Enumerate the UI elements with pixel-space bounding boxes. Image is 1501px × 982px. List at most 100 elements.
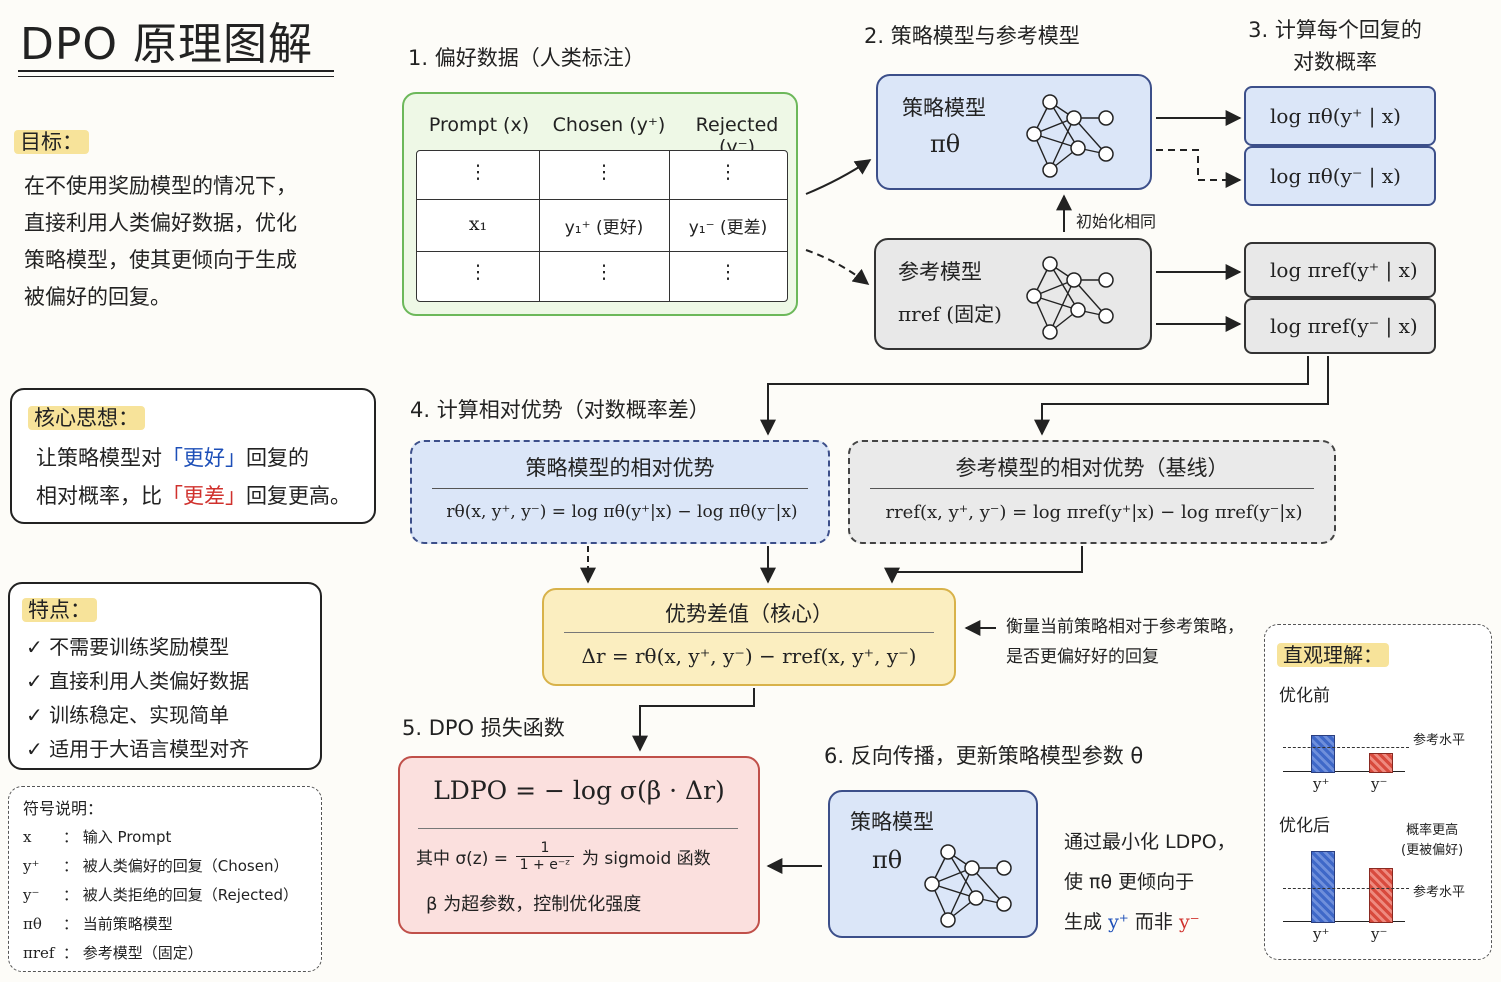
core-idea-label: 核心思想：	[28, 406, 145, 430]
bar-after-pos	[1311, 851, 1335, 923]
policy-advantage-formula: rθ(x, y⁺, y⁻) = log πθ(y⁺|x) − log πθ(y⁻…	[446, 502, 798, 522]
reference-model-symbol: πref (固定)	[898, 302, 1002, 326]
before-label: 优化前	[1279, 686, 1330, 706]
updated-policy-symbol: πθ	[872, 846, 903, 874]
symbol-row: πref： 参考模型（固定）	[23, 944, 203, 962]
after-chart	[1283, 839, 1409, 923]
cell-y1-rejected: y₁⁻ (更差)	[688, 218, 768, 238]
ref-advantage-title: 参考模型的相对优势（基线）	[955, 456, 1229, 480]
features-box: 特点： ✓ 不需要训练奖励模型 ✓ 直接利用人类偏好数据 ✓ 训练稳定、实现简单…	[8, 582, 322, 770]
goal-label-text: 目标：	[14, 130, 89, 154]
neural-net-icon	[1026, 94, 1114, 178]
symbol-row: x： 输入 Prompt	[23, 828, 172, 846]
updated-policy-box: 策略模型 πθ	[828, 790, 1038, 938]
policy-model-box: 策略模型 πθ	[876, 74, 1152, 190]
step2-heading: 2. 策略模型与参考模型	[864, 24, 1080, 48]
cell-x1: x₁	[468, 213, 488, 235]
goal-label: 目标：	[14, 126, 89, 156]
advantage-note: 衡量当前策略相对于参考策略， 是否更偏好好的回复	[1006, 617, 1244, 667]
table-dots: ⋮	[718, 161, 738, 183]
table-dots: ⋮	[718, 261, 738, 283]
policy-model-symbol: πθ	[930, 130, 961, 158]
logp-ref-pos: log πref(y⁺ | x)	[1244, 242, 1436, 298]
logp-policy-neg: log πθ(y⁻ | x)	[1244, 146, 1436, 206]
before-y-neg: y⁻	[1371, 775, 1388, 793]
col-header-prompt: Prompt (x)	[428, 114, 530, 136]
frac-denominator: 1 + e⁻ᶻ	[519, 857, 571, 873]
core-line-1: 让策略模型对「更好」回复的	[36, 446, 309, 470]
table-dots: ⋮	[468, 161, 488, 183]
goal-line: 直接利用人类偏好数据，优化	[24, 211, 297, 235]
after-note: 概率更高 (更被偏好)	[1401, 823, 1464, 858]
symbols-box: 符号说明： x： 输入 Prompt y⁺： 被人类偏好的回复（Chosen） …	[8, 786, 322, 972]
before-y-pos: y⁺	[1313, 775, 1330, 793]
policy-model-label: 策略模型	[902, 96, 986, 120]
preference-table: ⋮ ⋮ ⋮ x₁ y₁⁺ (更好) y₁⁻ (更差) ⋮ ⋮ ⋮	[416, 150, 788, 302]
ref-advantage-box: 参考模型的相对优势（基线） rref(x, y⁺, y⁻) = log πref…	[848, 440, 1336, 544]
goal-line: 被偏好的回复。	[24, 285, 171, 309]
neural-net-icon	[1026, 256, 1114, 340]
cell-y1-chosen: y₁⁺ (更好)	[564, 218, 644, 238]
neural-net-icon	[924, 844, 1012, 928]
table-dots: ⋮	[594, 261, 614, 283]
core-idea-box: 核心思想： 让策略模型对「更好」回复的 相对概率，比「更差」回复更高。	[10, 388, 376, 524]
title-underline	[18, 70, 334, 72]
reference-model-box: 参考模型 πref (固定)	[874, 238, 1152, 350]
step1-heading: 1. 偏好数据（人类标注）	[408, 46, 645, 70]
bar-before-pos	[1311, 735, 1335, 773]
logp-ref-neg: log πref(y⁻ | x)	[1244, 298, 1436, 354]
feature-item: ✓ 适用于大语言模型对齐	[26, 737, 250, 761]
ref-level-line	[1283, 888, 1409, 889]
step4-heading: 4. 计算相对优势（对数概率差）	[410, 398, 710, 422]
updated-policy-label: 策略模型	[850, 810, 934, 834]
feature-item: ✓ 直接利用人类偏好数据	[26, 669, 250, 693]
features-label: 特点：	[22, 598, 97, 622]
advantage-diff-box: 优势差值（核心） Δr = rθ(x, y⁺, y⁻) − rref(x, y⁺…	[542, 588, 956, 686]
after-y-pos: y⁺	[1313, 925, 1330, 943]
intuition-box: 直观理解： 优化前 优化后 概率更高 (更被偏好) 参考水平 y⁺ y⁻ 参考水…	[1264, 624, 1492, 960]
after-y-neg: y⁻	[1371, 925, 1388, 943]
ref-level-line	[1283, 747, 1409, 748]
sigmoid-def: 其中 σ(z) = 1 1 + e⁻ᶻ 为 sigmoid 函数	[416, 840, 711, 873]
step3-heading: 3. 计算每个回复的 对数概率	[1248, 18, 1422, 74]
symbols-label: 符号说明：	[23, 799, 104, 818]
advantage-diff-title: 优势差值（核心）	[665, 602, 833, 626]
symbol-row: y⁺： 被人类偏好的回复（Chosen）	[23, 857, 289, 875]
table-dots: ⋮	[468, 261, 488, 283]
policy-advantage-title: 策略模型的相对优势	[525, 456, 715, 480]
goal-line: 策略模型，使其更倾向于生成	[24, 248, 297, 272]
better-tag: 「更好」	[162, 446, 246, 470]
step5-heading: 5. DPO 损失函数	[402, 716, 565, 740]
feature-item: ✓ 不需要训练奖励模型	[26, 635, 230, 659]
logp-policy-pos: log πθ(y⁺ | x)	[1244, 86, 1436, 146]
dpo-loss-box: LDPO = − log σ(β · Δr) 其中 σ(z) = 1 1 + e…	[398, 756, 760, 934]
intuition-label: 直观理解：	[1277, 643, 1389, 667]
advantage-diff-formula: Δr = rθ(x, y⁺, y⁻) − rref(x, y⁺, y⁻)	[581, 644, 917, 668]
frac-numerator: 1	[540, 840, 550, 856]
goal-text: 在不使用奖励模型的情况下， 直接利用人类偏好数据，优化 策略模型，使其更倾向于生…	[24, 168, 297, 316]
ref-advantage-formula: rref(x, y⁺, y⁻) = log πref(y⁺|x) − log π…	[885, 502, 1303, 523]
reference-model-label: 参考模型	[898, 260, 982, 284]
bar-before-neg	[1369, 753, 1393, 773]
init-same-note: 初始化相同	[1076, 212, 1157, 231]
preference-data-box: Prompt (x) Chosen (y⁺) Rejected (y⁻) ⋮ ⋮…	[402, 92, 798, 316]
core-line-2: 相对概率，比「更差」回复更高。	[36, 484, 351, 508]
step6-heading: 6. 反向传播，更新策略模型参数 θ	[824, 744, 1144, 768]
col-header-chosen: Chosen (y⁺)	[552, 114, 666, 136]
ref-level-label: 参考水平	[1413, 885, 1466, 900]
beta-note: β 为超参数，控制优化强度	[426, 894, 642, 915]
bar-after-neg	[1369, 868, 1393, 923]
ref-level-label: 参考水平	[1413, 733, 1466, 748]
table-dots: ⋮	[594, 161, 614, 183]
update-note: 通过最小化 LDPO， 使 πθ 更倾向于 生成 y⁺ 而非 y⁻	[1064, 831, 1236, 933]
policy-advantage-box: 策略模型的相对优势 rθ(x, y⁺, y⁻) = log πθ(y⁺|x) −…	[410, 440, 830, 544]
feature-item: ✓ 训练稳定、实现简单	[26, 703, 230, 727]
dpo-loss-formula: LDPO = − log σ(β · Δr)	[433, 776, 725, 805]
goal-line: 在不使用奖励模型的情况下，	[24, 174, 297, 198]
worse-tag: 「更差」	[162, 484, 246, 508]
after-label: 优化后	[1279, 816, 1330, 836]
symbol-row: πθ： 当前策略模型	[23, 915, 173, 933]
symbol-row: y⁻： 被人类拒绝的回复（Rejected）	[23, 886, 299, 904]
before-chart	[1283, 711, 1409, 773]
page-title: DPO 原理图解	[20, 19, 314, 70]
